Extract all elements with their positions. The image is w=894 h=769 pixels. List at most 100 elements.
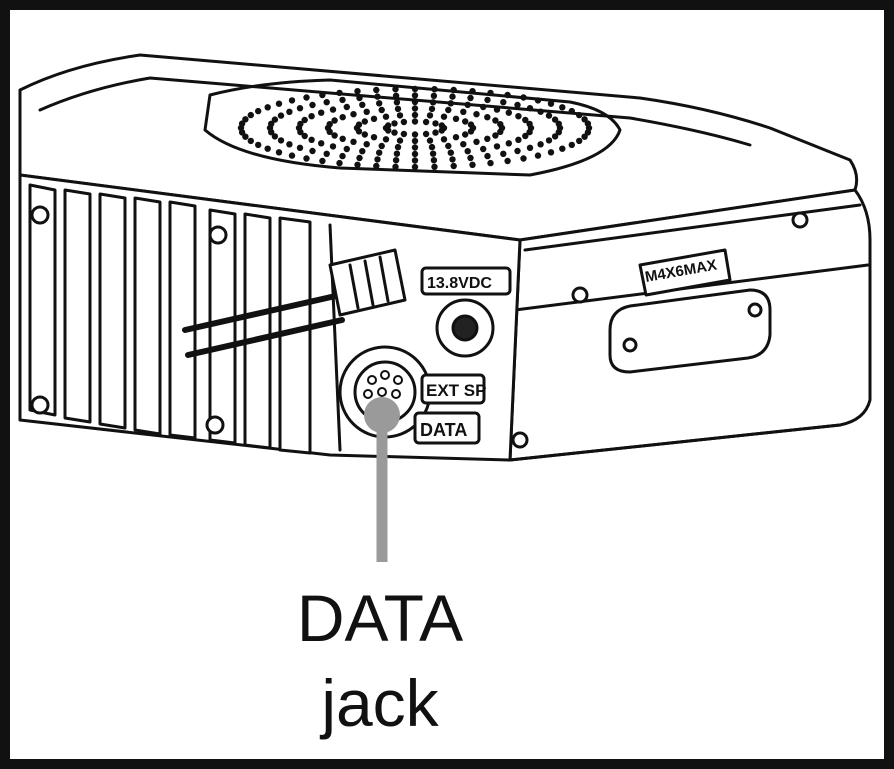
speaker-grille-hole	[354, 161, 361, 168]
speaker-grille-hole	[422, 118, 430, 126]
speaker-grille-hole	[568, 141, 575, 149]
data-label-frame	[413, 411, 481, 445]
screw-heads	[30, 205, 809, 449]
speaker-grille-hole	[438, 127, 445, 134]
speaker-grille-hole	[411, 150, 419, 158]
speaker-grille-hole	[545, 137, 553, 144]
speaker-grille-hole	[275, 100, 283, 107]
speaker-grille-hole	[467, 94, 474, 102]
speaker-grille-hole	[426, 112, 434, 119]
speaker-grille-hole	[504, 157, 511, 165]
speaker-grille-hole	[432, 120, 439, 127]
speaker-grille-hole	[520, 94, 527, 101]
speaker-grille-hole	[288, 152, 296, 159]
speaker-grille-hole	[584, 120, 592, 127]
speaker-grille-hole	[336, 89, 343, 97]
speaker-grille-hole	[505, 109, 512, 116]
heat-sink-fins	[28, 183, 312, 455]
speaker-grille-hole	[487, 159, 494, 167]
speaker-grille-hole	[308, 113, 315, 120]
speaker-grille-hole	[309, 147, 316, 155]
speaker-grille-hole	[500, 150, 507, 157]
speaker-grille-hole	[286, 141, 293, 148]
speaker-grille-hole	[445, 106, 452, 114]
speaker-grille-hole	[271, 133, 279, 140]
speaker-grille-hole	[430, 157, 438, 164]
speaker-grille-hole	[343, 103, 350, 111]
speaker-grille-hole	[385, 122, 392, 129]
speaker-grille-hole	[329, 143, 337, 150]
speaker-grille-hole	[343, 145, 350, 153]
speaker-grille-hole	[537, 108, 544, 115]
speaker-grille-hole	[392, 92, 400, 100]
speaker-grille-hole	[350, 138, 357, 145]
speaker-grille-hole	[255, 107, 262, 115]
cable-connector-ridges	[348, 255, 390, 310]
speaker-grille-hole	[429, 99, 437, 106]
speaker-grille-hole	[445, 142, 452, 150]
speaker-grille-hole	[487, 89, 494, 97]
speaker-grille-hole	[392, 86, 399, 93]
speaker-grille-hole	[318, 140, 325, 147]
speaker-grille-hole	[411, 98, 419, 106]
speaker-grille-hole	[392, 157, 400, 164]
speaker-grille-hole	[467, 121, 475, 128]
speaker-grille-hole	[551, 133, 559, 140]
speaker-grille-hole	[288, 97, 296, 104]
speaker-grille-hole	[452, 115, 460, 123]
speaker-grille-hole	[514, 101, 521, 109]
speaker-grille-hole	[319, 91, 326, 99]
speaker-grille-hole	[376, 100, 383, 107]
speaker-grille-hole	[526, 120, 533, 128]
speaker-grille-hole	[493, 106, 501, 113]
speaker-grille-hole	[480, 145, 487, 153]
speaker-grille-hole	[460, 108, 467, 116]
speaker-grille-hole	[537, 141, 544, 148]
speaker-grille-hole	[394, 105, 402, 113]
speaker-grille-hole	[428, 143, 436, 151]
speaker-grille-hole	[464, 101, 471, 109]
speaker-grille-hole	[473, 111, 480, 118]
speaker-grille-hole	[526, 105, 534, 112]
speaker-grille-hole	[576, 137, 583, 145]
speaker-grille-hole	[355, 121, 363, 128]
speaker-grille-hole	[391, 120, 398, 127]
speaker-grille-hole	[350, 111, 357, 118]
speaker-grille-hole	[449, 156, 456, 163]
speaker-grille-hole	[497, 121, 504, 128]
speaker-grille-hole	[264, 104, 271, 111]
speaker-grille-hole	[394, 143, 402, 151]
speaker-grille-hole	[411, 118, 419, 125]
speaker-grille-hole	[396, 112, 404, 119]
speaker-grille-hole	[247, 137, 254, 145]
speaker-grille-hole	[400, 130, 408, 138]
speaker-grille-hole	[411, 85, 419, 93]
speaker-grille-hole	[339, 152, 346, 160]
speaker-grille-hole	[452, 134, 460, 141]
speaker-grille-hole	[242, 116, 249, 123]
speaker-grille-hole	[493, 143, 501, 150]
speaker-grille-hole	[505, 140, 512, 147]
speaker-grille-hole	[428, 105, 436, 113]
speaker-grille-hole	[356, 154, 363, 162]
top-cover-inner-edge	[38, 76, 752, 147]
antenna-cable	[182, 292, 345, 358]
speaker-grille-hole	[359, 101, 366, 109]
speaker-grille-hole	[555, 129, 562, 136]
speaker-grille-hole	[373, 162, 380, 170]
rear-panel-lip	[328, 223, 342, 452]
speaker-grille-hole	[526, 128, 533, 136]
speaker-grille-hole	[297, 120, 304, 128]
speaker-grille-hole	[450, 162, 457, 170]
speaker-grille-hole	[374, 93, 381, 100]
speaker-grille-hole	[576, 111, 583, 119]
speaker-grille-hole	[376, 149, 383, 156]
callout-label-line2: jack	[321, 666, 439, 740]
speaker-grille-hole	[467, 128, 475, 135]
speaker-grille-hole	[559, 104, 566, 111]
speaker-grille-hole	[411, 131, 419, 138]
speaker-grille-hole	[522, 116, 529, 124]
speaker-grille-hole	[331, 132, 338, 139]
callout-label-line1: DATA	[296, 581, 464, 655]
